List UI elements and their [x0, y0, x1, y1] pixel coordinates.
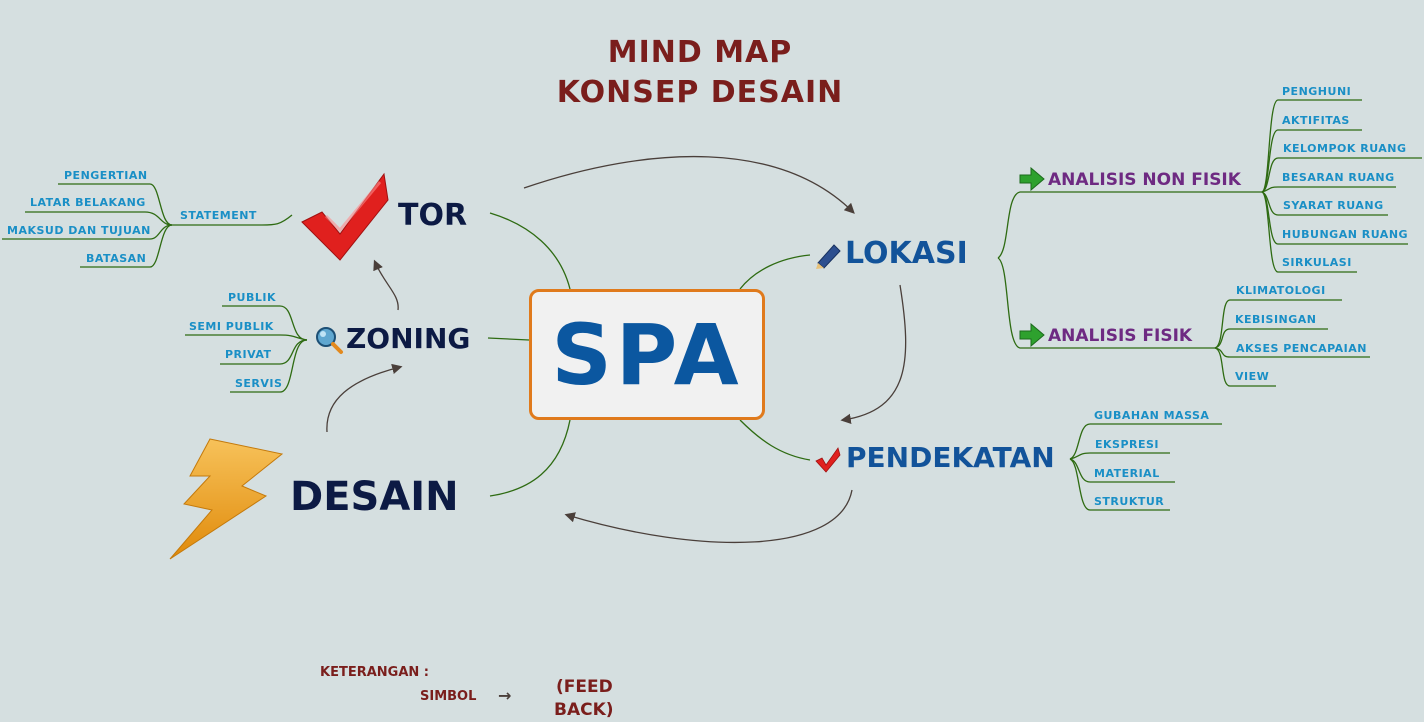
- leaf-maksud-dan-tujuan[interactable]: MAKSUD DAN TUJUAN: [7, 224, 151, 237]
- leaf-privat[interactable]: PRIVAT: [225, 348, 272, 361]
- pencil-icon: [816, 244, 841, 269]
- title-line-2: KONSEP DESAIN: [556, 75, 844, 110]
- magnifier-icon: [316, 327, 343, 354]
- node-pendekatan[interactable]: PENDEKATAN: [846, 441, 1055, 474]
- leaf-kebisingan[interactable]: KEBISINGAN: [1235, 313, 1317, 326]
- red-check-icon: [301, 172, 389, 261]
- leaf-servis[interactable]: SERVIS: [235, 377, 283, 390]
- leaf-view[interactable]: VIEW: [1235, 370, 1270, 383]
- leaf-material[interactable]: MATERIAL: [1094, 467, 1160, 480]
- central-node-label: SPA: [551, 305, 743, 404]
- leaf-syarat-ruang[interactable]: SYARAT RUANG: [1283, 199, 1384, 212]
- green-arrow-icon: [1019, 323, 1045, 347]
- node-tor[interactable]: TOR: [398, 198, 468, 233]
- legend-heading: KETERANGAN :: [320, 665, 429, 680]
- branch-analisis-non-fisik[interactable]: ANALISIS NON FISIK: [1048, 170, 1241, 190]
- leaf-struktur[interactable]: STRUKTUR: [1094, 495, 1165, 508]
- red-check-icon: [815, 447, 841, 473]
- node-lokasi[interactable]: LOKASI: [845, 236, 968, 271]
- leaf-sirkulasi[interactable]: SIRKULASI: [1282, 256, 1352, 269]
- branch-analisis-fisik[interactable]: ANALISIS FISIK: [1048, 326, 1193, 346]
- leaf-batasan[interactable]: BATASAN: [86, 252, 147, 265]
- leaf-semi-publik[interactable]: SEMI PUBLIK: [189, 320, 274, 333]
- leaf-akses-pencapaian[interactable]: AKSES PENCAPAIAN: [1236, 342, 1367, 355]
- leaf-aktifitas[interactable]: AKTIFITAS: [1282, 114, 1350, 127]
- title-line-1: MIND MAP: [607, 35, 793, 70]
- leaf-pengertian[interactable]: PENGERTIAN: [64, 169, 148, 182]
- central-node-spa[interactable]: SPA: [529, 289, 765, 420]
- leaf-klimatologi[interactable]: KLIMATOLOGI: [1236, 284, 1326, 297]
- legend-arrow-icon: →: [498, 686, 512, 705]
- leaf-kelompok-ruang[interactable]: KELOMPOK RUANG: [1283, 142, 1407, 155]
- leaf-latar-belakang[interactable]: LATAR BELAKANG: [30, 196, 146, 209]
- leaf-ekspresi[interactable]: EKSPRESI: [1095, 438, 1160, 451]
- leaf-hubungan-ruang[interactable]: HUBUNGAN RUANG: [1282, 228, 1409, 241]
- leaf-publik[interactable]: PUBLIK: [228, 291, 277, 304]
- lightning-icon: [169, 438, 284, 560]
- leaf-besaran-ruang[interactable]: BESARAN RUANG: [1282, 171, 1395, 184]
- legend-symbol-label: SIMBOL: [420, 689, 477, 704]
- legend-meaning-line-2: BACK): [554, 700, 614, 720]
- branch-statement[interactable]: STATEMENT: [180, 209, 257, 222]
- legend-meaning-line-1: (FEED: [556, 677, 613, 697]
- node-desain[interactable]: DESAIN: [290, 474, 459, 520]
- leaf-penghuni[interactable]: PENGHUNI: [1282, 85, 1352, 98]
- green-arrow-icon: [1019, 167, 1045, 191]
- node-zoning[interactable]: ZONING: [346, 322, 471, 355]
- leaf-gubahan-massa[interactable]: GUBAHAN MASSA: [1094, 409, 1210, 422]
